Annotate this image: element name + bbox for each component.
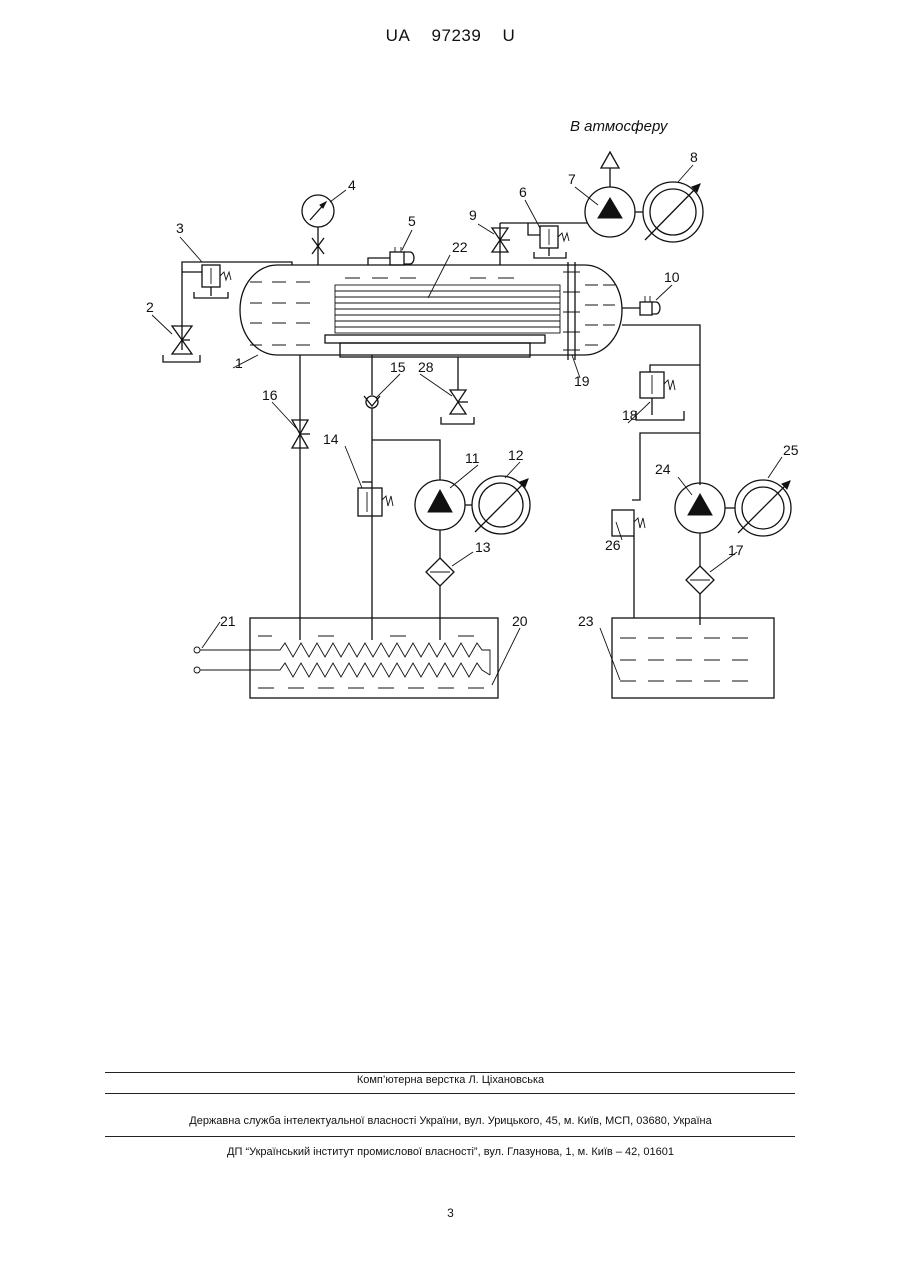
sensor-10 bbox=[622, 296, 660, 315]
layout-credit: Комп’ютерна верстка Л. Ціхановська bbox=[0, 1074, 901, 1086]
label-20: 20 bbox=[512, 613, 528, 629]
label-12: 12 bbox=[508, 447, 524, 463]
label-9: 9 bbox=[469, 207, 477, 223]
valve-9-and-6-line bbox=[492, 223, 588, 265]
bottom-lines-15-16-28 bbox=[292, 355, 474, 640]
vacuum-pump-7-motor-8 bbox=[585, 152, 703, 242]
label-28: 28 bbox=[418, 359, 434, 375]
footer-rule-middle bbox=[105, 1093, 795, 1094]
label-26: 26 bbox=[605, 537, 621, 553]
label-25: 25 bbox=[783, 442, 799, 458]
sensor-5 bbox=[368, 247, 414, 265]
atmosphere-note: В атмосферу bbox=[570, 118, 669, 135]
heat-exchanger-bundle-22 bbox=[335, 278, 560, 333]
pressure-gauge-4 bbox=[302, 195, 334, 265]
label-8: 8 bbox=[690, 149, 698, 165]
footer-rule-bottom bbox=[105, 1136, 795, 1137]
label-13: 13 bbox=[475, 539, 491, 555]
tank-1 bbox=[240, 262, 622, 360]
heater-tank-20 bbox=[194, 618, 498, 698]
label-3: 3 bbox=[176, 220, 184, 236]
pump-24-circuit bbox=[612, 325, 791, 625]
tank-23 bbox=[612, 618, 774, 698]
label-10: 10 bbox=[664, 269, 680, 285]
label-24: 24 bbox=[655, 461, 671, 477]
label-21: 21 bbox=[220, 613, 236, 629]
label-6: 6 bbox=[519, 184, 527, 200]
label-4: 4 bbox=[348, 177, 356, 193]
label-7: 7 bbox=[568, 171, 576, 187]
label-23: 23 bbox=[578, 613, 594, 629]
label-5: 5 bbox=[408, 213, 416, 229]
label-19: 19 bbox=[574, 373, 590, 389]
institute-address: ДП “Український інститут промислової вла… bbox=[0, 1146, 901, 1158]
footer-rule-top bbox=[105, 1072, 795, 1073]
label-22: 22 bbox=[452, 239, 468, 255]
page-number: 3 bbox=[0, 1206, 901, 1220]
pump-11-circuit bbox=[358, 440, 530, 640]
label-2: 2 bbox=[146, 299, 154, 315]
label-17: 17 bbox=[728, 542, 744, 558]
label-18: 18 bbox=[622, 407, 638, 423]
label-14: 14 bbox=[323, 431, 339, 447]
valve-3-line bbox=[182, 262, 292, 350]
label-15: 15 bbox=[390, 359, 406, 375]
label-16: 16 bbox=[262, 387, 278, 403]
label-11: 11 bbox=[465, 450, 480, 466]
office-address: Державна служба інтелектуальної власност… bbox=[0, 1115, 901, 1127]
flange-19 bbox=[563, 262, 580, 360]
label-1: 1 bbox=[235, 355, 243, 371]
